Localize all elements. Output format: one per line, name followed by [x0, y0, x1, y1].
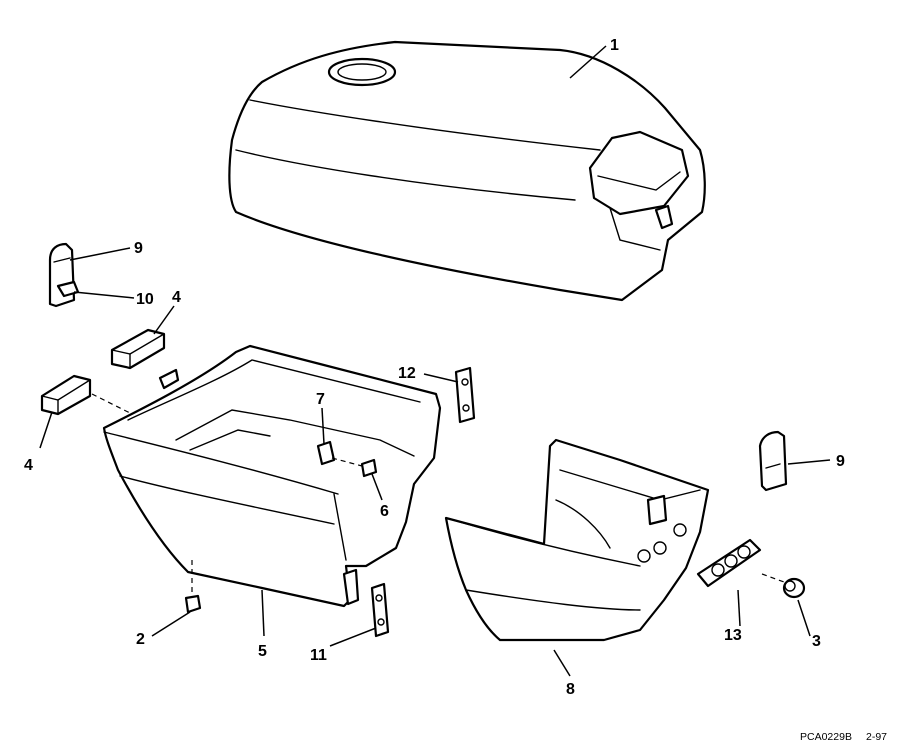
lower-cover-right — [444, 438, 710, 642]
callout-7: 7 — [316, 391, 325, 408]
bolt — [184, 560, 202, 614]
leader-lines — [39, 45, 831, 677]
callout-4-upper: 4 — [172, 289, 181, 306]
callout-9-right: 9 — [836, 453, 845, 470]
callout-12: 12 — [398, 365, 416, 382]
clip-nut — [316, 440, 336, 466]
drawing-date: 2-97 — [866, 731, 887, 743]
callout-2: 2 — [136, 631, 145, 648]
top-cowl — [228, 40, 706, 302]
rubber-pad-upper — [110, 328, 166, 370]
lower-cover-left — [102, 344, 442, 608]
drawing-code: PCA0229B — [800, 731, 852, 743]
gasket-plate — [696, 538, 785, 588]
pad-alignment-line — [91, 393, 133, 415]
callout-6: 6 — [380, 503, 389, 520]
screw — [331, 457, 378, 478]
drawing-footer: PCA0229B 2-97 — [800, 731, 887, 743]
callout-11: 11 — [310, 647, 327, 664]
latch-right — [758, 430, 788, 492]
latch-upper-left — [48, 242, 76, 308]
callout-10: 10 — [136, 291, 154, 308]
bracket-lower — [370, 582, 390, 638]
callout-13: 13 — [724, 627, 742, 644]
bracket-upper — [454, 366, 476, 424]
plug — [782, 577, 806, 599]
callout-9-upper: 9 — [134, 240, 143, 257]
callout-1: 1 — [610, 37, 619, 54]
rubber-pad-lower — [40, 374, 92, 416]
callout-8: 8 — [566, 681, 575, 698]
callout-5: 5 — [258, 643, 267, 660]
callout-numbers: 1 9 10 4 4 12 7 6 5 2 11 8 9 13 3 — [24, 37, 845, 698]
callout-4-lower: 4 — [24, 457, 33, 474]
callout-3: 3 — [812, 633, 821, 650]
